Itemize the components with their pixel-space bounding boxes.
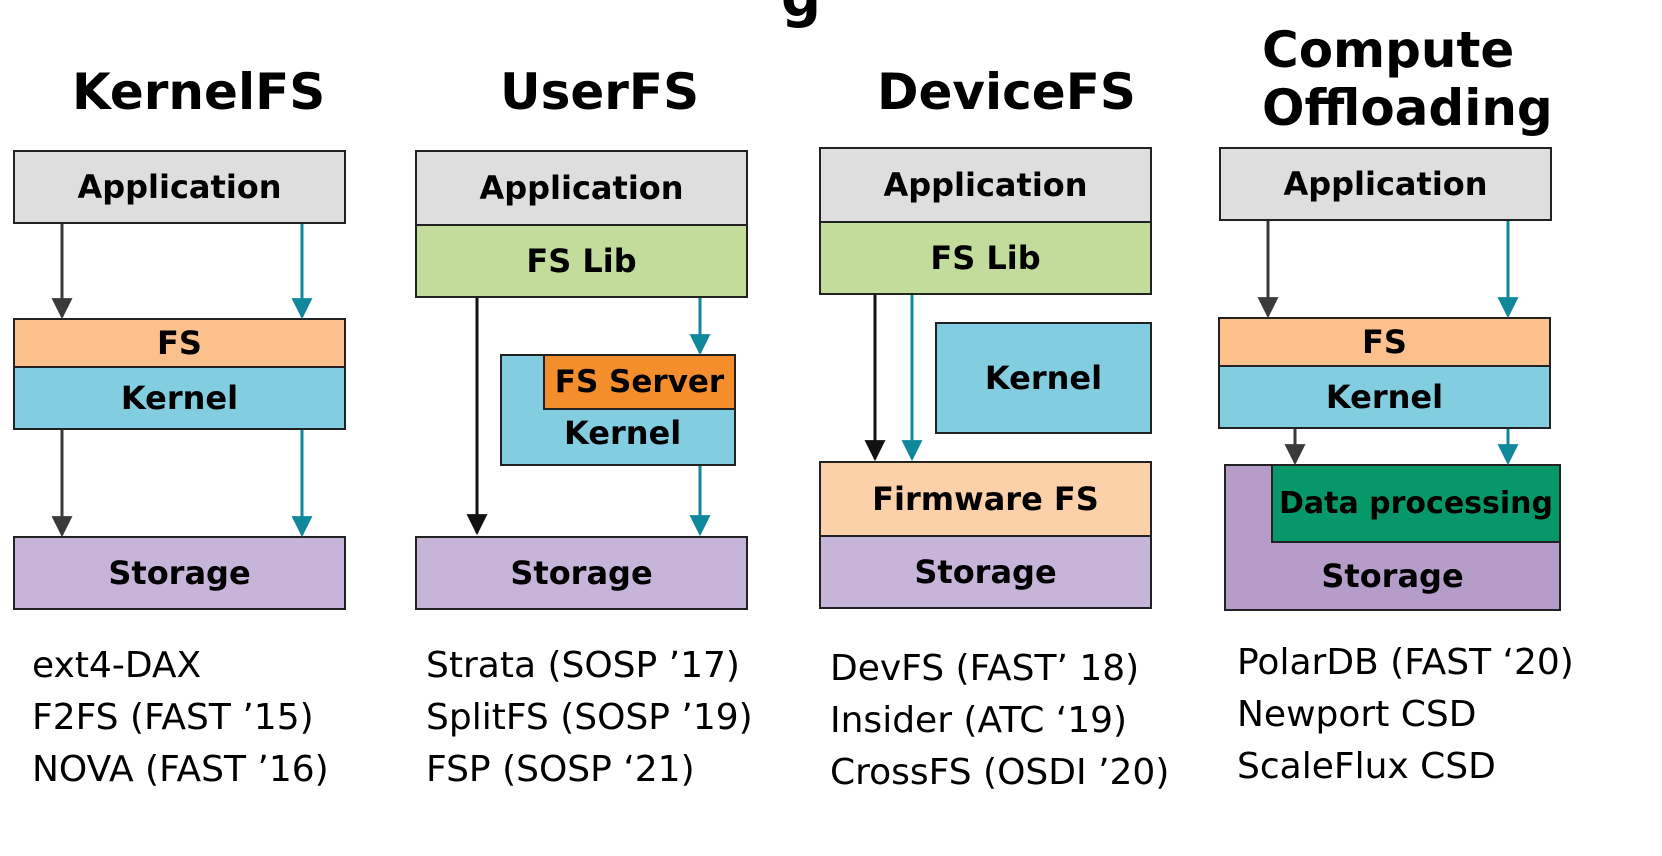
example-item: DevFS (FAST’ 18) [830, 648, 1140, 689]
userfs-fs-server-box: FS Server [543, 354, 736, 410]
userfs-application-box: Application [415, 150, 748, 226]
devicefs-application-box: Application [819, 147, 1152, 223]
offload-fs-box: FS [1218, 317, 1551, 367]
example-item: SplitFS (SOSP ’19) [426, 697, 753, 738]
offload-storage-label: Storage [1321, 557, 1464, 595]
offload-application-box: Application [1219, 147, 1552, 221]
userfs-title: UserFS [500, 63, 700, 121]
devicefs-firmware-fs-box: Firmware FS [819, 461, 1152, 537]
devicefs-kernel-box: Kernel [935, 322, 1152, 434]
userfs-examples: Strata (SOSP ’17) SplitFS (SOSP ’19) FSP… [426, 640, 753, 796]
example-item: NOVA (FAST ’16) [32, 749, 329, 790]
kernelfs-title: KernelFS [72, 63, 326, 121]
devicefs-examples: DevFS (FAST’ 18) Insider (ATC ‘19) Cross… [830, 643, 1169, 799]
example-item: F2FS (FAST ’15) [32, 697, 314, 738]
example-item: Strata (SOSP ’17) [426, 645, 740, 686]
offload-title: Compute Offloading [1262, 21, 1553, 137]
devicefs-title: DeviceFS [877, 63, 1136, 121]
kernelfs-application-box: Application [13, 150, 346, 224]
offload-title-line1: Compute [1262, 21, 1515, 79]
userfs-kernel-label: Kernel [564, 414, 682, 452]
offload-title-line2: Offloading [1262, 78, 1553, 137]
example-item: CrossFS (OSDI ’20) [830, 752, 1170, 793]
example-item: ScaleFlux CSD [1237, 746, 1496, 787]
userfs-fslib-box: FS Lib [415, 224, 748, 298]
example-item: Newport CSD [1237, 694, 1477, 735]
devicefs-storage-box: Storage [819, 535, 1152, 609]
kernelfs-examples: ext4-DAX F2FS (FAST ’15) NOVA (FAST ’16) [32, 640, 329, 796]
example-item: ext4-DAX [32, 645, 202, 686]
userfs-storage-box: Storage [415, 536, 748, 610]
example-item: FSP (SOSP ‘21) [426, 749, 695, 790]
top-title-fragment: g [781, 0, 821, 30]
example-item: Insider (ATC ‘19) [830, 700, 1128, 741]
offload-kernel-box: Kernel [1218, 365, 1551, 429]
example-item: PolarDB (FAST ‘20) [1237, 642, 1574, 683]
kernelfs-fs-box: FS [13, 318, 346, 368]
kernelfs-storage-box: Storage [13, 536, 346, 610]
kernelfs-kernel-box: Kernel [13, 366, 346, 430]
offload-data-processing-box: Data processing [1271, 464, 1561, 543]
devicefs-fslib-box: FS Lib [819, 221, 1152, 295]
offload-examples: PolarDB (FAST ‘20) Newport CSD ScaleFlux… [1237, 637, 1574, 793]
